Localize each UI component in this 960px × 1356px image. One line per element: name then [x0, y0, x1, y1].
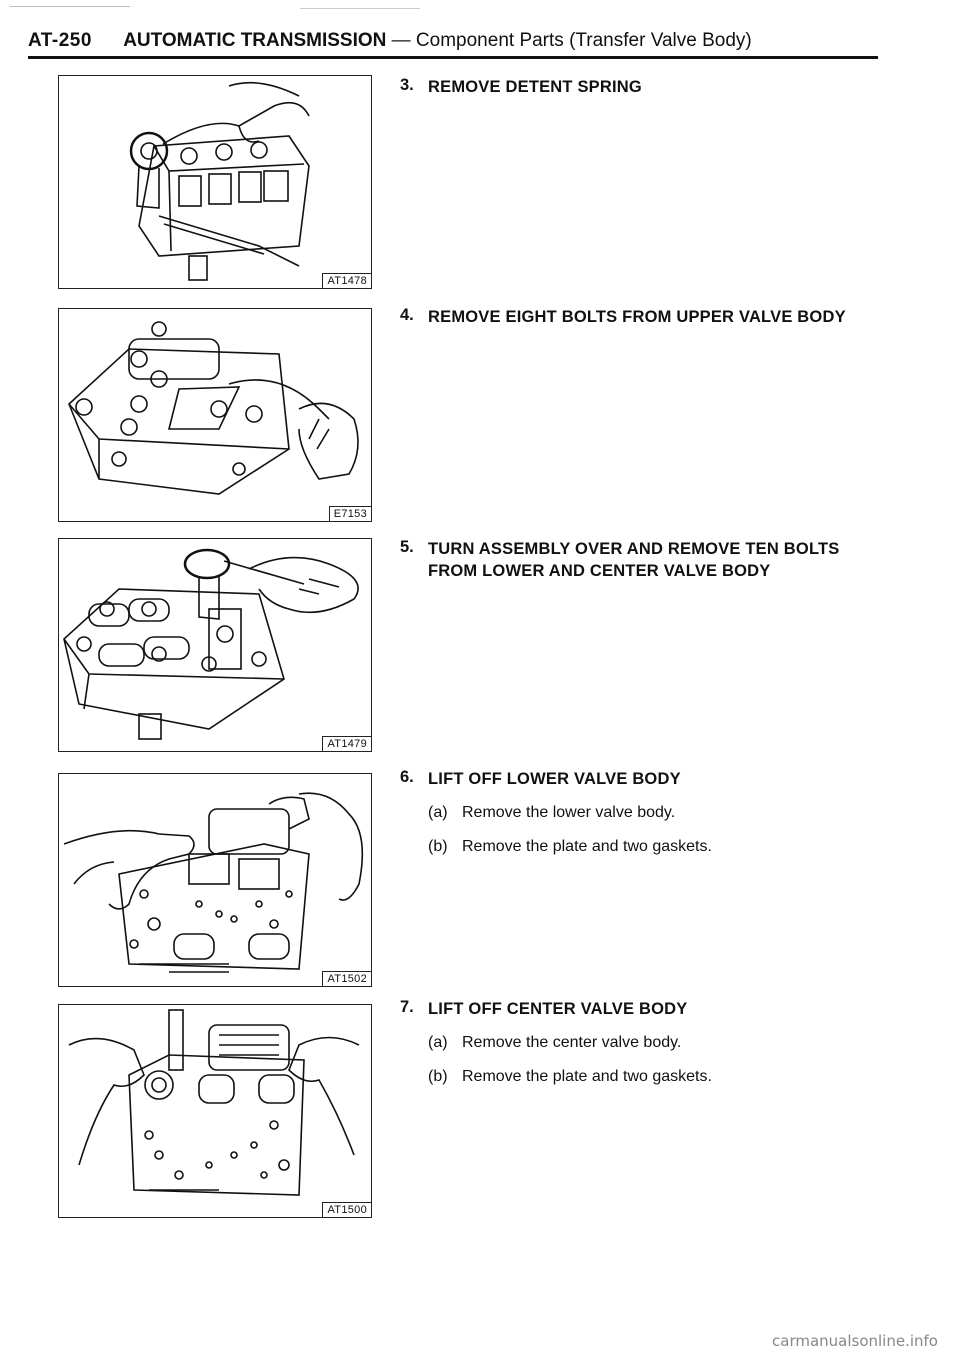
step-number: 3. [400, 76, 414, 94]
figure-detent-spring: AT1478 [58, 75, 372, 289]
step-3: 3. REMOVE DETENT SPRING [400, 76, 920, 98]
substep-label: (a) [428, 1034, 448, 1051]
substep-label: (b) [428, 838, 448, 855]
substep-text: Remove the plate and two gaskets. [462, 838, 712, 855]
figure-lift-lower-valve-body: AT1502 [58, 773, 372, 987]
substep-text: Remove the center valve body. [462, 1034, 682, 1051]
section-subtitle: — Component Parts (Transfer Valve Body) [386, 30, 752, 51]
substep-b: (b) Remove the plate and two gaskets. [428, 1066, 920, 1088]
page-number: AT-250 [28, 30, 92, 51]
section-title: AUTOMATIC TRANSMISSION [123, 30, 387, 51]
step-4: 4. REMOVE EIGHT BOLTS FROM UPPER VALVE B… [400, 306, 920, 328]
step-heading: LIFT OFF CENTER VALVE BODY [428, 1000, 688, 1018]
figure-code: AT1479 [322, 736, 371, 751]
substep-label: (b) [428, 1068, 448, 1085]
hands-lifting-lower-valve-body-icon [63, 792, 364, 973]
figure-lift-center-valve-body: AT1500 [58, 1004, 372, 1218]
scan-artifact-line [10, 6, 130, 7]
step-heading: REMOVE DETENT SPRING [428, 78, 642, 96]
step-number: 7. [400, 998, 414, 1016]
step-5: 5. TURN ASSEMBLY OVER AND REMOVE TEN BOL… [400, 538, 890, 582]
scan-artifact-line [300, 8, 420, 9]
substep-b: (b) Remove the plate and two gaskets. [428, 836, 920, 858]
step-heading: TURN ASSEMBLY OVER AND REMOVE TEN BOLTS … [428, 540, 840, 580]
hands-lifting-center-valve-body-icon [68, 1009, 360, 1196]
figure-code: AT1478 [322, 273, 371, 288]
ratchet-wrench-on-valve-body-icon [63, 548, 359, 740]
figure-code: AT1502 [322, 971, 371, 986]
step-number: 4. [400, 306, 414, 324]
substep-a: (a) Remove the lower valve body. [428, 802, 920, 824]
header-rule [28, 56, 878, 59]
step-heading: LIFT OFF LOWER VALVE BODY [428, 770, 681, 788]
substep-label: (a) [428, 804, 448, 821]
step-number: 6. [400, 768, 414, 786]
substep-text: Remove the lower valve body. [462, 804, 676, 821]
step-heading: REMOVE EIGHT BOLTS FROM UPPER VALVE BODY [428, 308, 846, 326]
watermark-footer: carmanualsonline.info [772, 1332, 938, 1350]
figure-upper-valve-body-bolts: E7153 [58, 308, 372, 522]
hand-removing-bolts-upper-valve-body-icon [68, 321, 359, 495]
substep-a: (a) Remove the center valve body. [428, 1032, 920, 1054]
page-header: AT-250 AUTOMATIC TRANSMISSION — Componen… [28, 30, 880, 54]
figure-code: AT1500 [322, 1202, 371, 1217]
step-number: 5. [400, 538, 414, 556]
ratchet-wrench-on-valve-body-icon [129, 81, 310, 281]
step-6: 6. LIFT OFF LOWER VALVE BODY (a) Remove … [400, 768, 920, 858]
figure-ten-bolts: AT1479 [58, 538, 372, 752]
substep-text: Remove the plate and two gaskets. [462, 1068, 712, 1085]
figure-code: E7153 [328, 506, 371, 521]
step-7: 7. LIFT OFF CENTER VALVE BODY (a) Remove… [400, 998, 920, 1088]
